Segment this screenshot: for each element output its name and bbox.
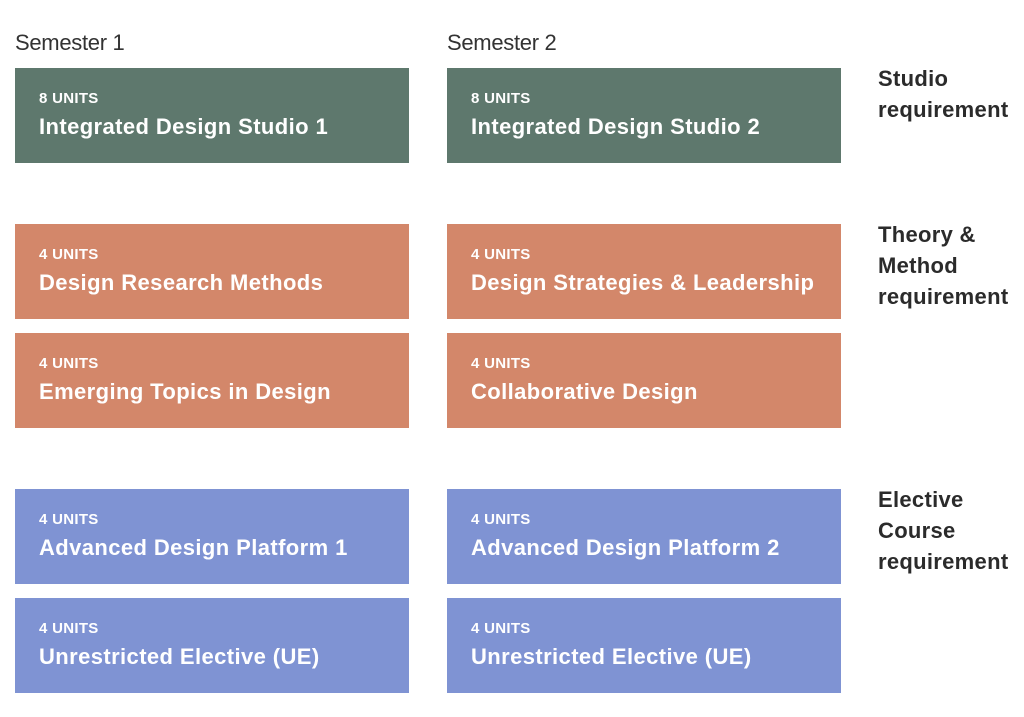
course-title: Integrated Design Studio 2 <box>471 114 761 139</box>
course-title: Design Research Methods <box>39 270 324 295</box>
semester-1-heading: Semester 1 <box>15 30 125 55</box>
course-box-studio-1: 8 UNITS Integrated Design Studio 1 <box>15 68 409 163</box>
course-title: Emerging Topics in Design <box>39 379 331 404</box>
course-units: 4 UNITS <box>39 620 99 637</box>
label-line: requirement <box>878 97 1009 122</box>
course-box-studio-2: 8 UNITS Integrated Design Studio 2 <box>447 68 841 163</box>
label-line: requirement <box>878 284 1009 309</box>
course-units: 4 UNITS <box>39 511 99 528</box>
course-units: 4 UNITS <box>471 511 531 528</box>
course-title: Collaborative Design <box>471 379 698 404</box>
course-title: Integrated Design Studio 1 <box>39 114 329 139</box>
course-box-research-methods: 4 UNITS Design Research Methods <box>15 224 409 319</box>
elective-course-requirement-label: Elective Course requirement <box>878 484 1008 577</box>
label-line: Course <box>878 518 956 543</box>
course-box-strategies-leadership: 4 UNITS Design Strategies & Leadership <box>447 224 841 319</box>
course-box-adp-2: 4 UNITS Advanced Design Platform 2 <box>447 489 841 584</box>
course-box-ue-1: 4 UNITS Unrestricted Elective (UE) <box>15 598 409 693</box>
course-units: 4 UNITS <box>39 246 99 263</box>
label-line: Elective <box>878 487 964 512</box>
studio-requirement-label: Studio requirement <box>878 63 1008 125</box>
course-box-emerging-topics: 4 UNITS Emerging Topics in Design <box>15 333 409 428</box>
course-box-collaborative-design: 4 UNITS Collaborative Design <box>447 333 841 428</box>
course-title: Unrestricted Elective (UE) <box>471 644 752 669</box>
course-box-ue-2: 4 UNITS Unrestricted Elective (UE) <box>447 598 841 693</box>
label-line: Studio <box>878 66 949 91</box>
course-box-adp-1: 4 UNITS Advanced Design Platform 1 <box>15 489 409 584</box>
course-units: 4 UNITS <box>471 620 531 637</box>
course-title: Unrestricted Elective (UE) <box>39 644 320 669</box>
theory-method-requirement-label: Theory & Method requirement <box>878 219 1008 312</box>
course-title: Advanced Design Platform 1 <box>39 535 348 560</box>
semester-2-heading: Semester 2 <box>447 30 557 55</box>
course-title: Design Strategies & Leadership <box>471 270 815 295</box>
course-units: 4 UNITS <box>471 355 531 372</box>
course-units: 4 UNITS <box>39 355 99 372</box>
course-units: 4 UNITS <box>471 246 531 263</box>
course-units: 8 UNITS <box>39 90 99 107</box>
label-line: Method <box>878 253 959 278</box>
label-line: Theory & <box>878 222 976 247</box>
course-title: Advanced Design Platform 2 <box>471 535 780 560</box>
label-line: requirement <box>878 549 1009 574</box>
course-units: 8 UNITS <box>471 90 531 107</box>
